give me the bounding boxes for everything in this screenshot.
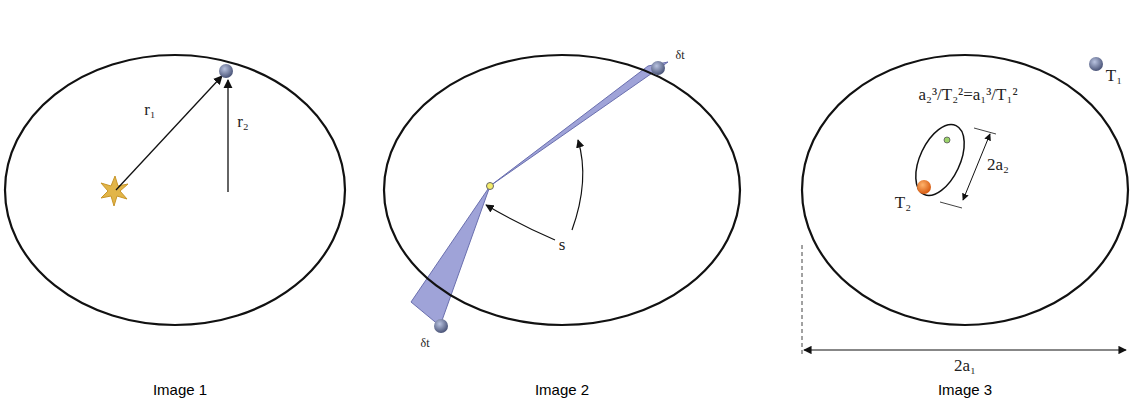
- radius-line: [116, 76, 222, 190]
- radius-label: r₂: [237, 113, 249, 132]
- orbit: [802, 55, 1128, 325]
- leader-line: [486, 205, 555, 240]
- focus: [487, 183, 494, 190]
- dimension-label: 2a₁: [954, 357, 976, 376]
- planet: [917, 180, 931, 194]
- extension-line: [974, 128, 996, 134]
- dimension-line: [963, 134, 990, 200]
- small-orbit: [906, 117, 974, 203]
- planet: [219, 64, 233, 78]
- dimension-label: 2a₂: [987, 156, 1009, 175]
- orbit: [384, 55, 740, 325]
- time-label: δt: [421, 337, 430, 350]
- planet: [1089, 57, 1103, 71]
- planet: [434, 319, 448, 333]
- time-label: δt: [676, 49, 685, 62]
- radius-label: r₁: [144, 101, 156, 120]
- caption: Image 2: [535, 382, 589, 399]
- dimension-line: [804, 349, 1126, 350]
- focus: [944, 137, 950, 143]
- planet-label: T₂: [895, 194, 911, 213]
- area-label: s: [559, 236, 566, 255]
- planet-label: T₁: [1106, 67, 1122, 86]
- planet: [651, 61, 665, 75]
- extension-line: [940, 202, 962, 208]
- radius-line: [227, 80, 228, 192]
- extension-line: [802, 245, 803, 355]
- orbit: [5, 55, 345, 325]
- caption: Image 3: [938, 382, 992, 399]
- formula: a₂³/T₂²=a₁³/T₁²: [919, 86, 1018, 105]
- swept-area: [490, 62, 668, 186]
- leader-line: [572, 140, 583, 230]
- swept-area: [411, 186, 490, 326]
- caption: Image 1: [153, 382, 207, 399]
